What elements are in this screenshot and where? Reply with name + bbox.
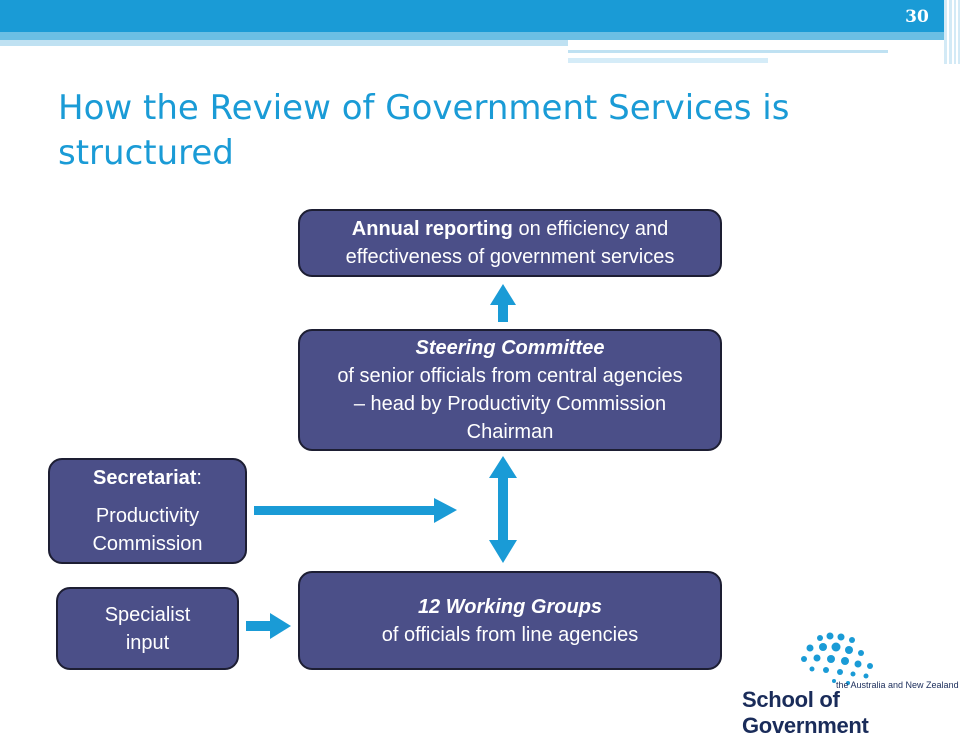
specialist-input-text: Specialist input [104, 603, 191, 654]
steering-committee-heading: Steering Committee [415, 337, 605, 359]
arrow-from-secretariat [254, 498, 457, 523]
logo-name: School of Government [742, 687, 869, 738]
page-number: 30 [893, 6, 941, 28]
header-right-stripes [944, 0, 960, 64]
secretariat-colon: : [196, 467, 202, 489]
secretariat-box: Secretariat: Productivity Commission [48, 458, 247, 564]
annual-reporting-box: Annual reporting on efficiency and effec… [298, 209, 722, 277]
arrows-layer [246, 284, 517, 639]
steering-committee-text: of senior officials from central agencie… [337, 365, 683, 443]
arrow-up-to-annual [490, 284, 516, 322]
annual-reporting-heading: Annual reporting [351, 218, 513, 240]
working-groups-box: 12 Working Groups of officials from line… [298, 571, 722, 670]
secretariat-heading: Secretariat [93, 467, 197, 489]
school-logo-dots-icon [801, 632, 873, 685]
annual-reporting-text: on efficiency and effectiveness of gover… [345, 218, 675, 268]
slide-title: How the Review of Government Services is… [58, 88, 790, 173]
steering-committee-box: Steering Committee of senior officials f… [298, 329, 722, 451]
logo-tagline: the Australia and New Zealand [836, 680, 959, 690]
header-bar [0, 0, 944, 32]
header-line [568, 50, 888, 53]
specialist-input-box: Specialist input [56, 587, 239, 670]
arrow-double-steering-working [489, 456, 517, 563]
header-line [568, 58, 768, 63]
secretariat-text: Productivity Commission [92, 505, 203, 555]
working-groups-heading: 12 Working Groups [417, 595, 603, 618]
header-strip [0, 32, 944, 40]
arrow-from-specialist [246, 613, 291, 639]
header-line [0, 40, 568, 46]
working-groups-text: of officials from line agencies [381, 623, 639, 646]
